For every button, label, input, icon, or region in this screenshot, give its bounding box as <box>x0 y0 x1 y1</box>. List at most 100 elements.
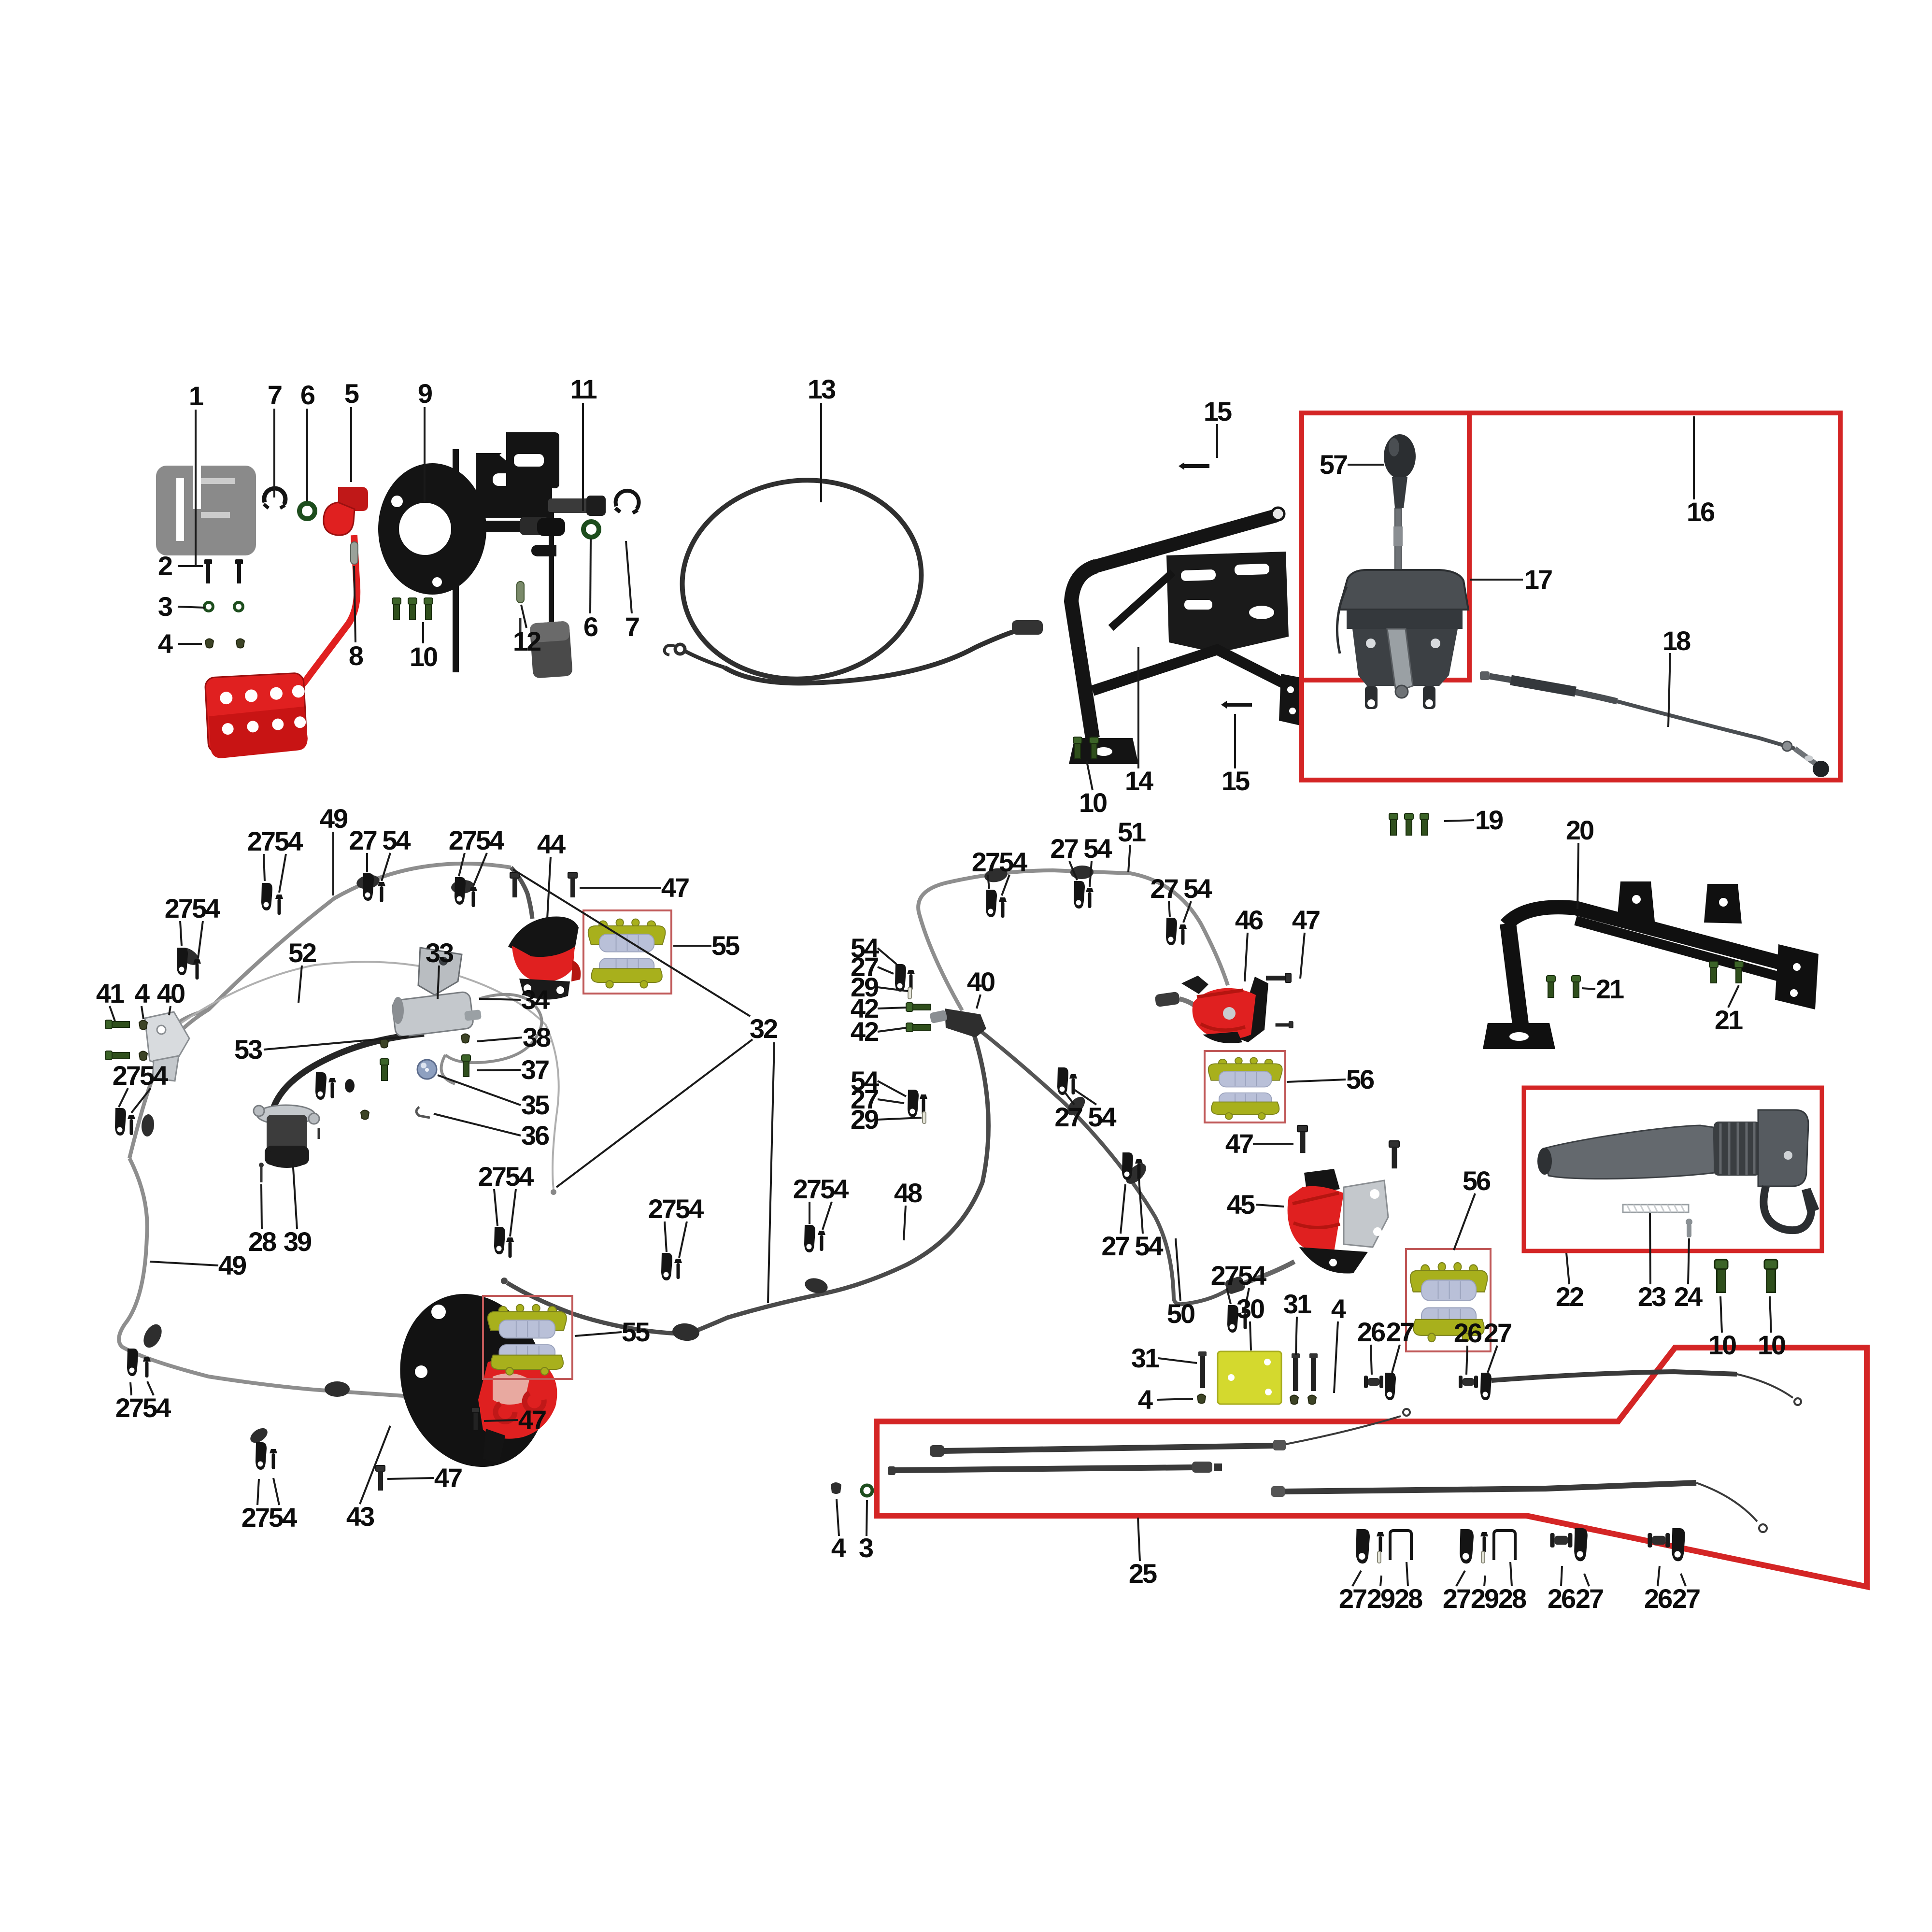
callout-3-6: 3 <box>157 591 173 622</box>
caliper-46 <box>1181 976 1268 1043</box>
leader-line-43 <box>1068 861 1078 881</box>
callout-2754-84: 2754 <box>241 1502 298 1533</box>
callout-19-23: 19 <box>1475 805 1504 835</box>
bolt-15b <box>1221 701 1252 709</box>
leader-line-10 <box>520 604 527 628</box>
callout-44-60: 44 <box>537 829 566 859</box>
leader-line-12 <box>589 538 592 614</box>
leader-line-23 <box>1444 819 1475 822</box>
cable-clamps-2627-top <box>1364 1373 1492 1400</box>
callout-33-46: 33 <box>425 938 454 968</box>
leader-line-114 <box>1465 1345 1468 1375</box>
callout-28-67: 28 <box>248 1226 277 1257</box>
leader-line-93 <box>1175 1238 1181 1302</box>
callout-2754-69: 2754 <box>478 1161 534 1192</box>
caliper-43 <box>400 1293 557 1467</box>
leader-line-36 <box>278 853 287 893</box>
leader-line-74 <box>877 1098 905 1104</box>
mount-bolts-10 <box>392 597 433 620</box>
leader-line-68 <box>555 1038 753 1188</box>
leader-line-55 <box>263 1036 409 1051</box>
bolt-15a <box>1179 462 1209 470</box>
leader-line-54 <box>437 965 440 999</box>
callout-4-93: 4 <box>1137 1384 1153 1415</box>
leader-line-108 <box>1295 1316 1298 1356</box>
leader-line-49 <box>130 1087 152 1114</box>
bottom-clip-groups <box>1356 1528 1685 1564</box>
bolt-10c <box>1714 1259 1729 1293</box>
callout-2754-82: 2754 <box>115 1392 171 1423</box>
callout-54-53: 54 <box>850 933 879 963</box>
leader-line-26 <box>1727 985 1740 1008</box>
leader-line-78 <box>260 1184 263 1230</box>
leader-line-79 <box>292 1160 298 1230</box>
leader-line-57 <box>477 1037 523 1042</box>
callout-7-1: 7 <box>267 380 283 410</box>
callout-27-95: 27 <box>1386 1317 1415 1347</box>
spring-23 <box>1622 1204 1690 1213</box>
callout-53-47: 53 <box>234 1034 263 1065</box>
callout-34-48: 34 <box>521 984 550 1015</box>
callout-29-65: 29 <box>850 1104 879 1135</box>
mount-plate-30-cluster <box>1197 1350 1318 1405</box>
leader-line-99 <box>146 1381 155 1396</box>
leader-line-126 <box>1583 1573 1590 1587</box>
callout-27-101: 27 <box>1338 1583 1367 1614</box>
callout-2754-34: 2754 <box>247 826 303 856</box>
callout-56-75: 56 <box>1346 1064 1375 1094</box>
callout-10-30: 10 <box>1708 1330 1737 1360</box>
leader-line-110 <box>1158 1357 1197 1364</box>
callout-45-77: 45 <box>1226 1189 1255 1220</box>
mount-plate-1 <box>156 466 256 555</box>
leader-line-85 <box>822 1201 833 1230</box>
oring-6 <box>297 501 317 521</box>
callout-2754-81: 2754 <box>1210 1260 1267 1291</box>
leader-line-67 <box>512 868 751 1017</box>
gear-shifter-assembly <box>1335 434 1470 709</box>
callout-26-94: 26 <box>1357 1317 1386 1347</box>
parking-cable-52 <box>169 961 560 1195</box>
callout-2754-66: 27 54 <box>1054 1102 1116 1132</box>
callout-38-49: 38 <box>522 1022 551 1052</box>
callout-55-62: 55 <box>711 930 740 961</box>
callout-30-89: 30 <box>1236 1293 1265 1324</box>
callout-31-90: 31 <box>1283 1289 1312 1319</box>
callout-27-108: 27 <box>1575 1583 1604 1614</box>
leader-line-52 <box>168 1006 171 1016</box>
leader-line-128 <box>1680 1573 1687 1587</box>
leader-line-97 <box>1244 1288 1250 1308</box>
leader-line-25 <box>1581 987 1596 990</box>
leader-line-70 <box>546 856 552 919</box>
leader-line-98 <box>129 1382 132 1396</box>
leader-line-31 <box>1769 1296 1772 1333</box>
leader-line-112 <box>1370 1344 1373 1375</box>
callout-47-61: 47 <box>661 872 690 903</box>
leader-line-38 <box>381 852 391 881</box>
callout-51-39: 51 <box>1117 817 1146 847</box>
leader-line-63 <box>877 986 909 992</box>
leader-line-47 <box>1182 901 1192 923</box>
caliper-45 <box>1287 1169 1389 1274</box>
leader-line-86 <box>903 1205 907 1241</box>
hardware-4-3-bottom <box>831 1482 874 1498</box>
leader-line-45 <box>1127 844 1131 873</box>
bolt-47-46b <box>1275 1021 1293 1029</box>
leader-line-111 <box>1157 1398 1193 1401</box>
callout-42-57: 42 <box>850 1016 879 1047</box>
pedal-mount-plate-9 <box>378 449 552 672</box>
highlight-box-25 <box>874 1345 1870 1591</box>
bolt-21a1 <box>1546 975 1556 998</box>
leader-line-6 <box>177 606 205 609</box>
callout-27-64: 27 <box>850 1084 879 1114</box>
leader-line-27 <box>1565 1252 1570 1285</box>
leader-line-88 <box>1299 932 1306 979</box>
leader-line-8 <box>353 566 356 643</box>
callout-6-12: 6 <box>583 611 598 642</box>
leader-line-39 <box>458 852 466 877</box>
callout-2754-80: 27 54 <box>1101 1231 1163 1261</box>
callout-15-15: 15 <box>1203 396 1232 426</box>
callout-9-4: 9 <box>417 378 433 409</box>
leader-line-73 <box>877 1080 907 1097</box>
bolt-47-46a <box>1265 973 1292 983</box>
leader-line-115 <box>1487 1345 1498 1373</box>
